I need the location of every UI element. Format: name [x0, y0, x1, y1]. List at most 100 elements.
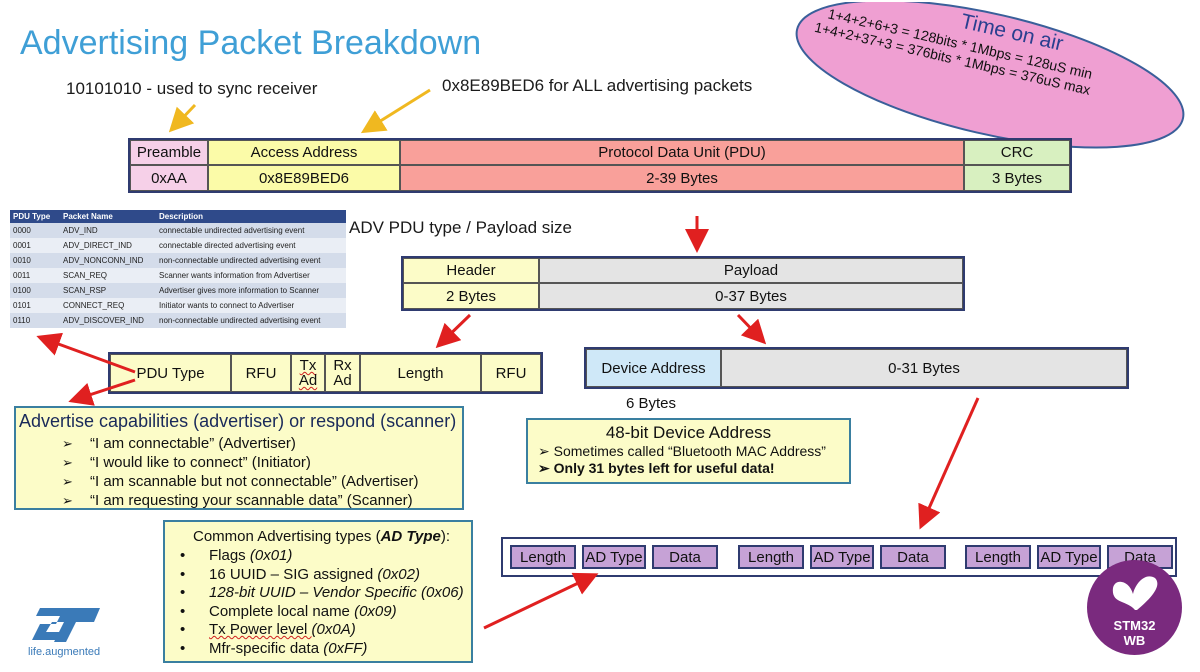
ad-structure-length-2: Length	[738, 545, 804, 569]
capabilities-arrow	[68, 378, 136, 406]
ad-types-title: Common Advertising types (AD Type):	[165, 522, 471, 547]
ad-type-code: (0x09)	[354, 602, 397, 620]
list-item: ➢ “I would like to connect” (Initiator)	[16, 453, 462, 472]
ad-structure-length-3: Length	[965, 545, 1031, 569]
bullet-icon: •	[180, 639, 186, 657]
table-cell: connectable undirected advertising event	[156, 223, 346, 238]
header-fields-bar	[108, 352, 543, 394]
sync-note: 10101010 - used to sync receiver	[66, 79, 318, 98]
table-cell: 0100	[10, 283, 60, 298]
preamble-label: Preamble	[130, 140, 208, 165]
payload-arrow	[736, 313, 767, 345]
txadd-label-2: Ad	[298, 372, 318, 389]
pdu-structure-bar	[401, 256, 965, 311]
table-cell: non-connectable undirected advertising e…	[156, 253, 346, 268]
page-title: Advertising Packet Breakdown	[20, 24, 482, 62]
table-cell: CONNECT_REQ	[60, 298, 156, 313]
table-cell: 0011	[10, 268, 60, 283]
table-cell: 0110	[10, 313, 60, 328]
payload-bytes-field: 0-31 Bytes	[721, 349, 1127, 387]
ad-structure-ad-type-3: AD Type	[1037, 545, 1101, 569]
adv-pdu-note: ADV PDU type / Payload size	[349, 218, 572, 237]
bullet-icon: •	[180, 584, 186, 601]
arrow-bullet-icon: ➢	[62, 455, 73, 470]
payload-label: Payload	[539, 258, 963, 283]
pdu-type-table-arrow	[36, 332, 136, 374]
table-cell: 0000	[10, 223, 60, 238]
header-label: Header	[403, 258, 539, 283]
capability-text: “I would like to connect” (Initiator)	[90, 454, 311, 471]
payload-fields-bar	[584, 347, 1129, 389]
table-cell: Advertiser gives more information to Sca…	[156, 283, 346, 298]
bullet-icon: •	[180, 565, 186, 583]
device-box-title: 48-bit Device Address	[605, 423, 772, 442]
capabilities-list: ➢ “I am connectable” (Advertiser) ➢ “I wou…	[16, 434, 462, 510]
capability-text: “I am scannable but not connectable” (Ad…	[90, 473, 419, 490]
device-box-line1: ➢ Sometimes called “Bluetooth MAC Addres…	[528, 443, 849, 460]
rfu-field-2: RFU	[481, 354, 541, 392]
ad-structure-ad-type-1: AD Type	[582, 545, 646, 569]
ad-type-text: Tx Power level	[209, 621, 312, 638]
table-cell: non-connectable undirected advertising e…	[156, 313, 346, 328]
ad-type-code: (0x02)	[377, 565, 420, 583]
table-cell: Initiator wants to connect to Advertiser	[156, 298, 346, 313]
rfu-field-1: RFU	[231, 354, 291, 392]
list-item: • Tx Power level (0x0A)	[165, 621, 471, 640]
table-cell: SCAN_REQ	[60, 268, 156, 283]
txadd-field: Tx Ad	[291, 354, 325, 392]
arrow-bullet-icon: ➢	[62, 493, 73, 508]
ad-types-title-post: ):	[440, 528, 451, 545]
arrow-bullet-icon: ➢	[62, 436, 73, 451]
crc-value: 3 Bytes	[964, 165, 1070, 191]
ad-type-arrow	[483, 572, 599, 630]
bullet-icon: •	[180, 547, 186, 564]
header-arrow	[435, 313, 472, 349]
packet-bar	[128, 138, 1072, 193]
table-header: Packet Name	[60, 210, 156, 223]
ad-type-text: Flags	[209, 547, 250, 564]
table-cell: 0010	[10, 253, 60, 268]
ad-type-code: (0x0A)	[311, 621, 356, 638]
rxadd-field: Rx Ad	[325, 354, 360, 392]
badge-line1: STM32	[1113, 618, 1156, 633]
device-box-line1-text: Sometimes called “Bluetooth MAC Address”	[553, 443, 826, 459]
ad-structure-length-1: Length	[510, 545, 576, 569]
list-item: • Mfr-specific data (0xFF)	[165, 640, 471, 659]
rxadd-label-2: Ad	[333, 372, 352, 389]
badge-text: STM32 WB	[1087, 618, 1182, 648]
rxadd-label-1: Rx	[333, 357, 352, 374]
table-cell: ADV_IND	[60, 223, 156, 238]
txadd-label-1: Tx	[299, 357, 317, 374]
payload-value: 0-37 Bytes	[539, 283, 963, 309]
arrow-bullet-icon: ➢	[538, 443, 554, 459]
ad-structure-data-3: Data	[1107, 545, 1173, 569]
bullet-icon: •	[180, 621, 186, 638]
capabilities-title: Advertise capabilities (advertiser) or r…	[19, 411, 457, 431]
ad-type-text: Mfr-specific data	[209, 639, 324, 657]
device-box-line2-text: Only 31 bytes left for useful data!	[553, 460, 775, 476]
time-on-air-ellipse	[795, 2, 1185, 149]
ad-type-text: 16 UUID – SIG assigned	[209, 565, 378, 583]
list-item: ➢ “I am connectable” (Advertiser)	[16, 434, 462, 453]
table-cell: 0101	[10, 298, 60, 313]
ad-types-title-pre: Common Advertising types (	[193, 528, 381, 545]
header-value: 2 Bytes	[403, 283, 539, 309]
arrow-bullet-icon: ➢	[62, 474, 73, 489]
stm32wb-badge: STM32 WB	[1087, 560, 1182, 655]
table-header: PDU Type	[10, 210, 60, 223]
list-item: •128-bit UUID – Vendor Specific (0x06)	[165, 584, 471, 603]
st-tagline: life.augmented	[28, 646, 101, 658]
badge-line2: WB	[1123, 633, 1146, 648]
list-item: ➢ “I am requesting your scannable data” (…	[16, 491, 462, 510]
ad-type-code: (0xFF)	[323, 639, 368, 657]
capability-text: “I am requesting your scannable data” (S…	[90, 492, 413, 509]
device-box-line2: ➢ Only 31 bytes left for useful data!	[528, 460, 849, 477]
capability-text: “I am connectable” (Advertiser)	[90, 435, 296, 452]
list-item: •Flags (0x01)	[165, 547, 471, 566]
